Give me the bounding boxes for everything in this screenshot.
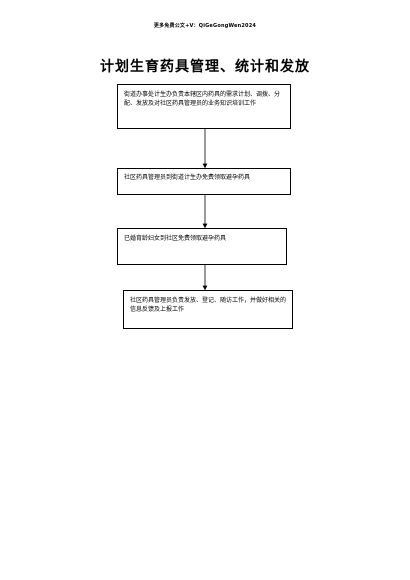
flow-step-4-text: 社区药具管理员负责发放、登记、随访工作，并做好相关的信息反馈及上报工作 xyxy=(130,297,287,313)
flow-step-1-text: 街道办事处计生办负责本辖区内药具的需求计划、调拨、分配、发放及对社区药具管理员的… xyxy=(124,91,281,107)
flow-step-4: 社区药具管理员负责发放、登记、随访工作，并做好相关的信息反馈及上报工作 xyxy=(123,290,293,329)
flow-step-3: 已婚育龄妇女到社区免费领取避孕药具 xyxy=(117,228,287,265)
flow-step-2-text: 社区药具管理员到街道计生办免费领取避孕药具 xyxy=(124,174,251,181)
flow-step-1: 街道办事处计生办负责本辖区内药具的需求计划、调拨、分配、发放及对社区药具管理员的… xyxy=(117,84,291,129)
flow-step-2: 社区药具管理员到街道计生办免费领取避孕药具 xyxy=(117,168,291,195)
page-title: 计划生育药具管理、统计和发放 xyxy=(100,59,310,75)
flow-step-3-text: 已婚育龄妇女到社区免费领取避孕药具 xyxy=(124,235,227,242)
header-note: 更多免费公文+V：QiGeGongWen2024 xyxy=(153,23,257,29)
